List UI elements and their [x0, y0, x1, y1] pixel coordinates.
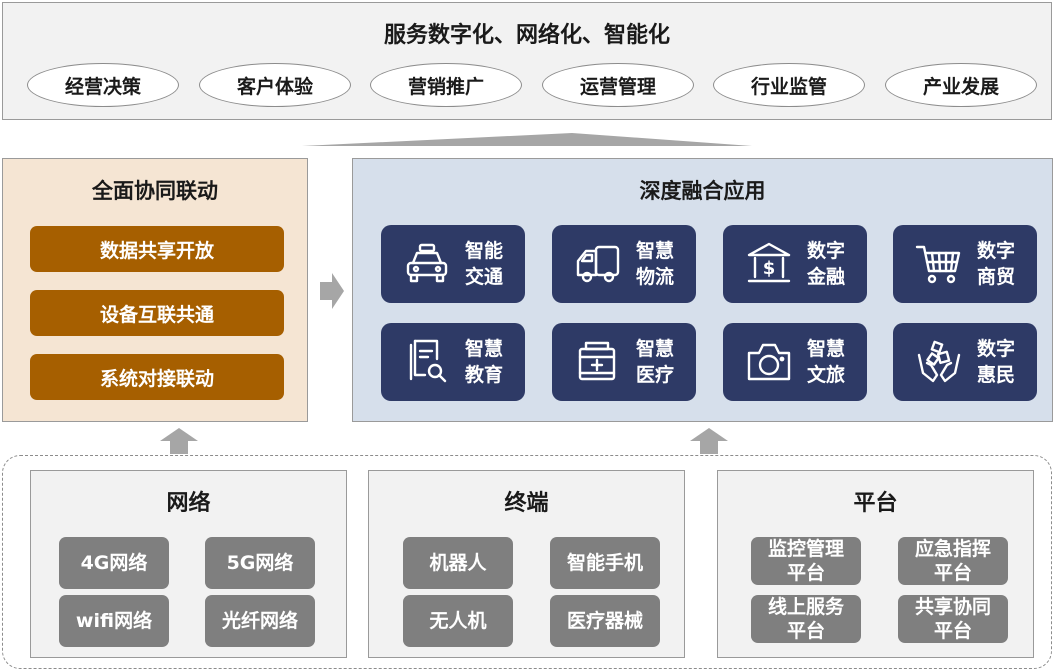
platform-item: 应急指挥 平台	[898, 537, 1008, 585]
collaboration-item: 系统对接联动	[30, 354, 284, 400]
up-arrow-icon	[160, 428, 198, 454]
taxi-icon	[406, 243, 448, 283]
platform-item: 线上服务 平台	[751, 595, 861, 643]
goal-item: 行业监管	[713, 63, 865, 107]
app-card-smart-healthcare: 智慧 医疗	[552, 323, 696, 401]
up-arrow-icon	[690, 428, 728, 454]
app-card-smart-tourism: 智慧 文旅	[723, 323, 867, 401]
medicine-icon	[578, 341, 616, 381]
terminal-item: 智能手机	[550, 537, 660, 589]
platform-item: 监控管理 平台	[751, 537, 861, 585]
network-item: wifi网络	[59, 595, 169, 647]
terminal-panel: 终端 机器人 智能手机 无人机 医疗器械	[368, 470, 685, 658]
application-title: 深度融合应用	[639, 179, 766, 203]
network-item: 4G网络	[59, 537, 169, 589]
network-item: 5G网络	[205, 537, 315, 589]
infrastructure-area	[2, 455, 1052, 669]
goal-item: 营销推广	[370, 63, 522, 107]
right-arrow-icon	[320, 273, 344, 309]
app-label: 智慧 物流	[636, 240, 675, 288]
bank-icon: $	[747, 242, 791, 283]
app-label: 数字 金融	[807, 240, 846, 288]
collaboration-item: 数据共享开放	[30, 226, 284, 272]
app-label: 智慧 文旅	[807, 338, 846, 386]
goal-item: 客户体验	[199, 63, 351, 107]
svg-text:$: $	[763, 258, 776, 279]
collaboration-item: 设备互联共通	[30, 290, 284, 336]
camera-icon	[747, 343, 791, 381]
app-label: 智能 交通	[465, 240, 504, 288]
terminal-item: 无人机	[403, 595, 513, 647]
app-label: 数字 商贸	[977, 240, 1016, 288]
collaboration-title: 全面协同联动	[92, 179, 218, 203]
goal-item: 运营管理	[542, 63, 694, 107]
app-label: 智慧 医疗	[636, 338, 675, 386]
top-title: 服务数字化、网络化、智能化	[383, 23, 670, 48]
network-panel: 网络 4G网络 5G网络 wifi网络 光纤网络	[30, 470, 347, 658]
app-card-digital-trade: 数字 商贸	[893, 225, 1037, 303]
truck-icon	[576, 245, 620, 283]
app-card-smart-education: 智慧 教育	[381, 323, 525, 401]
platform-panel: 平台 监控管理 平台 应急指挥 平台 线上服务 平台 共享协同 平台	[717, 470, 1034, 658]
app-card-smart-traffic: 智能 交通	[381, 225, 525, 303]
terminal-item: 机器人	[403, 537, 513, 589]
platform-title: 平台	[853, 491, 898, 516]
app-label: 智慧 教育	[465, 338, 504, 386]
network-title: 网络	[166, 491, 211, 516]
app-label: 数字 惠民	[977, 338, 1016, 386]
education-icon	[409, 339, 447, 383]
terminal-title: 终端	[504, 491, 549, 516]
terminal-item: 医疗器械	[550, 595, 660, 647]
top-panel: 服务数字化、网络化、智能化 经营决策 客户体验 营销推广 运营管理 行业监管 产…	[2, 2, 1052, 120]
caring-hands-icon	[917, 340, 961, 383]
app-card-digital-finance: $ 数字 金融	[723, 225, 867, 303]
shopping-cart-icon	[915, 245, 961, 284]
goal-item: 经营决策	[27, 63, 179, 107]
goal-item: 产业发展	[885, 63, 1037, 107]
network-item: 光纤网络	[205, 595, 315, 647]
platform-item: 共享协同 平台	[898, 595, 1008, 643]
app-card-digital-welfare: 数字 惠民	[893, 323, 1037, 401]
up-triangle-arrow	[302, 133, 752, 146]
collaboration-panel: 全面协同联动 数据共享开放 设备互联共通 系统对接联动	[2, 158, 308, 422]
app-card-smart-logistics: 智慧 物流	[552, 225, 696, 303]
application-panel: 深度融合应用 智能 交通	[352, 158, 1053, 422]
